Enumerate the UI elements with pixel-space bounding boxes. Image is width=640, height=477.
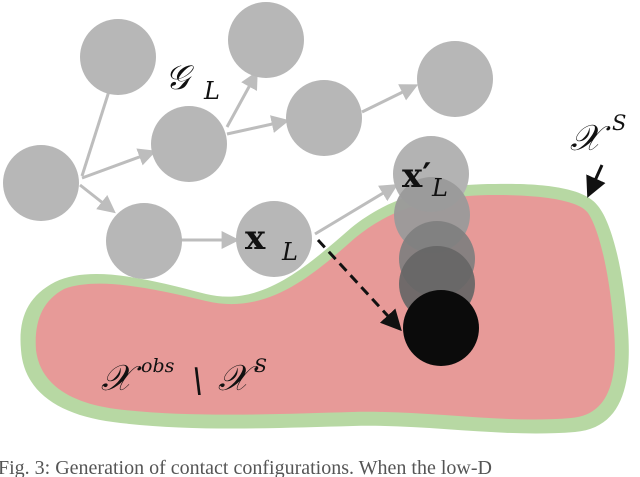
- graph-label-sub: L: [203, 77, 220, 105]
- x-l-prime-label: x′: [402, 156, 431, 196]
- graph-nodes: [3, 2, 493, 279]
- graph-node: [417, 41, 493, 117]
- projection-arrow: [316, 238, 402, 332]
- graph-edges: [79, 62, 419, 249]
- edge-8: [314, 184, 399, 236]
- contact-sequence: [393, 136, 479, 366]
- safe-set-arrow: [586, 164, 606, 198]
- contact-node: [403, 290, 479, 366]
- graph-node: [151, 106, 227, 182]
- edge-5: [226, 115, 290, 136]
- safe-set-sup: S: [612, 111, 626, 135]
- figure-caption: Fig. 3: Generation of contact configurat…: [0, 457, 492, 477]
- x-l-prime-sub: L: [431, 174, 448, 202]
- edge-2: [81, 148, 157, 180]
- graph-node: [106, 203, 182, 279]
- graph-label: 𝒢: [165, 58, 194, 98]
- obs-set2-sup: S: [254, 355, 267, 377]
- graph-node: [3, 145, 79, 221]
- x-l-label: x: [245, 218, 266, 258]
- edge-6: [361, 84, 419, 114]
- safe-set-label: 𝒳: [570, 118, 611, 159]
- graph-node: [286, 80, 362, 156]
- graph-node: [228, 2, 304, 78]
- setminus-symbol: \: [192, 361, 203, 401]
- graph-node: [80, 19, 156, 95]
- graph-node-x-l: [236, 201, 312, 277]
- edge-4: [225, 70, 258, 128]
- edge-3: [79, 183, 116, 214]
- x-l-sub: L: [281, 238, 298, 266]
- obs-set-sup: obs: [141, 355, 175, 377]
